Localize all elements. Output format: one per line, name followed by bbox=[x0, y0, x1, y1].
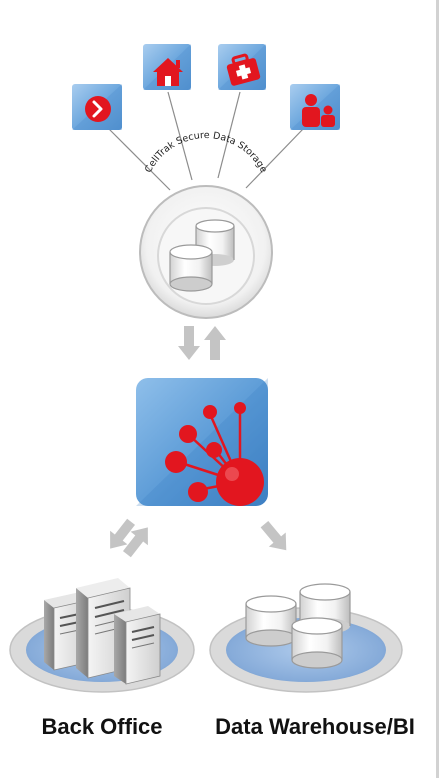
back-office-label: Back Office bbox=[41, 714, 163, 739]
arrow-tile bbox=[72, 84, 122, 130]
people-icon bbox=[302, 94, 335, 127]
data-warehouse-group bbox=[209, 583, 403, 693]
medical-kit-icon bbox=[226, 53, 261, 86]
connector-line bbox=[167, 91, 193, 181]
people-tile bbox=[290, 84, 340, 130]
server-icon bbox=[44, 578, 161, 685]
arrow-down-icon bbox=[178, 326, 200, 360]
right-border bbox=[436, 0, 439, 778]
sync-arrows-back-office bbox=[110, 518, 148, 558]
database-icon bbox=[169, 219, 235, 292]
storage-label: CellTrak Secure Data Storage bbox=[143, 130, 269, 175]
hub-tile bbox=[136, 378, 268, 506]
network-node-icon bbox=[165, 402, 264, 506]
home-tile bbox=[143, 44, 191, 90]
database-icon bbox=[245, 583, 351, 669]
data-warehouse-label: Data Warehouse/BI bbox=[215, 714, 415, 739]
connector-line bbox=[217, 91, 241, 179]
medical-kit-tile bbox=[218, 44, 266, 90]
secure-data-storage: CellTrak Secure Data Storage bbox=[139, 130, 273, 319]
connector-lines bbox=[107, 91, 305, 191]
home-icon bbox=[153, 58, 183, 86]
sync-arrows-top bbox=[178, 326, 226, 360]
arrow-up-icon bbox=[204, 326, 226, 360]
back-office-group bbox=[9, 578, 195, 693]
connector-line bbox=[107, 127, 171, 191]
arrow-right-icon bbox=[85, 96, 111, 122]
connector-line bbox=[245, 127, 305, 189]
arrow-to-data-warehouse bbox=[260, 520, 287, 551]
